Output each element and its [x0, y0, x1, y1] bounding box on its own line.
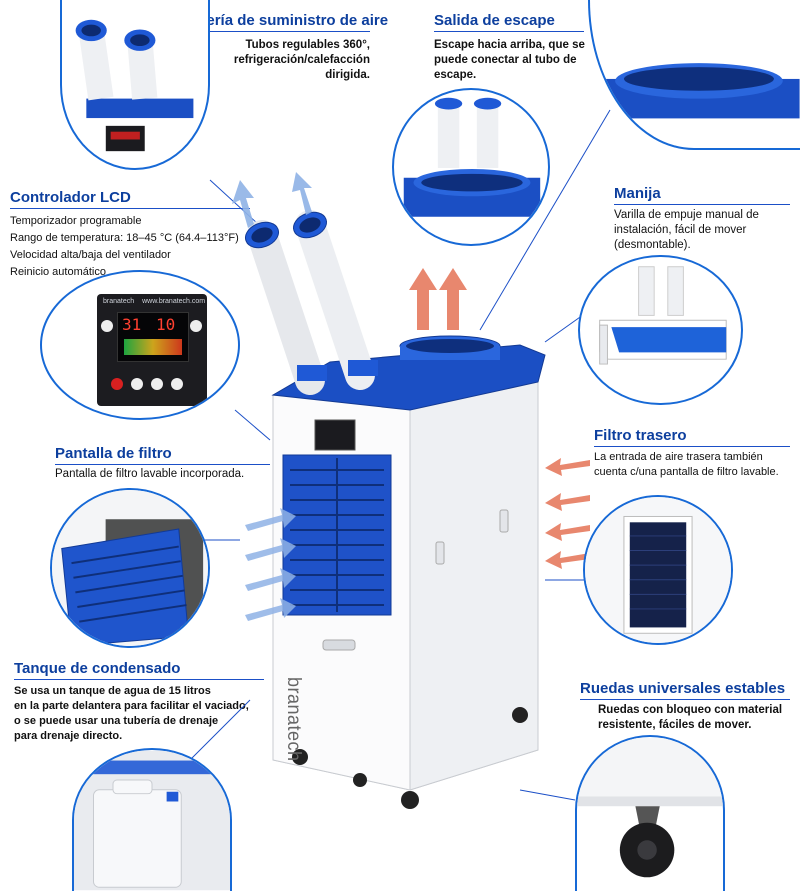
- handle-closeup-image: [599, 266, 727, 365]
- tanque-description: Se usa un tanque de agua de 15 litros en…: [14, 684, 249, 744]
- ruedas-line: resistente, fáciles de mover.: [598, 719, 752, 731]
- ruedas-underline: [580, 699, 790, 700]
- pantalla-filtro-line: Pantalla de filtro lavable incorporada.: [55, 468, 245, 480]
- mode-button[interactable]: [190, 320, 202, 332]
- lcd-left-digits: 31: [122, 315, 142, 334]
- salida-description: Escape hacia arriba, que se puede conect…: [434, 38, 585, 83]
- wheel-closeup-image: [577, 738, 723, 878]
- ruedas-line: Ruedas con bloqueo con material: [598, 704, 783, 716]
- salida-line: Escape hacia arriba, que se: [434, 39, 585, 51]
- salida-detail-circle: [392, 88, 550, 246]
- ruedas-title: Ruedas universales estables: [580, 680, 786, 697]
- tanque-line: Se usa un tanque de agua de 15 litros: [14, 685, 211, 697]
- manija-underline: [614, 204, 790, 205]
- pantalla-filtro-title: Pantalla de filtro: [55, 445, 172, 462]
- panel-brand-label: branatech www.branatech.com: [103, 298, 205, 305]
- filtro-trasero-description: La entrada de aire trasera también cuent…: [594, 450, 779, 480]
- fan-button[interactable]: [171, 378, 183, 390]
- filtro-trasero-title: Filtro trasero: [594, 427, 687, 444]
- controlador-line: Rango de temperatura: 18–45 °C (64.4–113…: [10, 232, 239, 244]
- filtro-trasero-underline: [594, 446, 790, 447]
- product-brand-logo: branatech: [283, 677, 304, 762]
- hose-closeup-image: [75, 19, 194, 152]
- pantalla-filtro-detail-circle: [50, 488, 210, 648]
- salida-title: Salida de escape: [434, 12, 555, 29]
- filtro-trasero-line: cuenta c/una pantalla de filtro lavable.: [594, 466, 779, 478]
- salida-underline: [434, 31, 584, 32]
- tuberia-line: Tubos regulables 360°,: [245, 39, 370, 51]
- tanque-detail-circle: [72, 748, 232, 891]
- rear-filter-image: [585, 497, 731, 643]
- manija-line: Varilla de empuje manual de: [614, 209, 759, 221]
- controlador-underline: [10, 208, 250, 209]
- manija-line: (desmontable).: [614, 239, 691, 251]
- timer-button[interactable]: [111, 378, 123, 390]
- lcd-right-digits: 10: [156, 315, 176, 334]
- tanque-line: en la parte delantera para facilitar el …: [14, 700, 249, 712]
- manija-description: Varilla de empuje manual de instalación,…: [614, 208, 759, 253]
- tanque-line: o se puede usar una tubería de drenaje: [14, 715, 219, 727]
- tuberia-line: dirigida.: [325, 69, 370, 81]
- controlador-description: Temporizador programable Rango de temper…: [10, 213, 239, 281]
- salida-side-detail-circle: [588, 0, 800, 150]
- tuberia-title: Tubería de suministro de aire: [180, 12, 389, 29]
- down-button[interactable]: [151, 378, 163, 390]
- tanque-underline: [14, 679, 264, 680]
- controlador-line: Velocidad alta/baja del ventilador: [10, 249, 171, 261]
- controlador-detail-circle: branatech www.branatech.com 31 10: [40, 270, 240, 420]
- salida-line: puede conectar al tubo de: [434, 54, 577, 66]
- front-filter-image: [52, 490, 208, 646]
- manija-title: Manija: [614, 185, 661, 202]
- manija-detail-circle: [578, 255, 743, 405]
- tanque-title: Tanque de condensado: [14, 660, 181, 677]
- power-button[interactable]: [101, 320, 113, 332]
- tuberia-detail-circle: [60, 0, 210, 170]
- tuberia-description: Tubos regulables 360°, refrigeración/cal…: [200, 38, 370, 83]
- ruedas-description: Ruedas con bloqueo con material resisten…: [598, 703, 782, 733]
- lcd-screen: 31 10: [117, 312, 189, 362]
- pantalla-filtro-description: Pantalla de filtro lavable incorporada.: [55, 467, 244, 482]
- panel-brand: branatech: [103, 298, 135, 305]
- salida-line: escape.: [434, 69, 477, 81]
- water-tank-image: [74, 750, 230, 891]
- filtro-trasero-line: La entrada de aire trasera también: [594, 451, 763, 463]
- lcd-control-panel: branatech www.branatech.com 31 10: [97, 294, 207, 406]
- exhaust-closeup-image: [403, 97, 541, 217]
- lcd-bar-graph: [124, 339, 182, 355]
- manija-line: instalación, fácil de mover: [614, 224, 747, 236]
- controlador-line: Temporizador programable: [10, 215, 142, 227]
- up-button[interactable]: [131, 378, 143, 390]
- ruedas-detail-circle: [575, 735, 725, 891]
- pantalla-filtro-underline: [55, 464, 270, 465]
- exhaust-collar-image: [590, 63, 800, 119]
- panel-url: www.branatech.com: [142, 298, 206, 305]
- tuberia-line: refrigeración/calefacción: [233, 54, 370, 66]
- filtro-trasero-detail-circle: [583, 495, 733, 645]
- tanque-line: para drenaje directo.: [14, 730, 123, 742]
- tuberia-underline: [180, 31, 370, 32]
- controlador-title: Controlador LCD: [10, 189, 131, 206]
- controlador-line: Reinicio automático: [10, 266, 106, 278]
